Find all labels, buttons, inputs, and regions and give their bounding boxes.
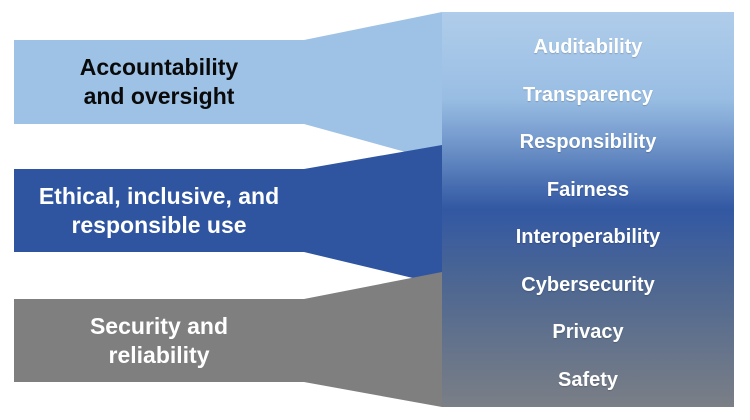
principle-responsibility: Responsibility [519,131,657,154]
principles-list: Auditability Transparency Responsibility… [442,24,734,408]
principle-cybersecurity: Cybersecurity [521,273,655,296]
domain-label-security: Security and reliability [89,312,229,368]
ethical-band [14,145,442,285]
principle-safety: Safety [557,368,619,391]
domain-label-accountability: Accountability and oversight [79,54,239,109]
principles-panel-highlight [442,12,734,407]
principle-auditability: Auditability [533,36,643,59]
principle-fairness: Fairness [546,178,630,201]
principle-transparency: Transparency [522,83,654,106]
security-band [14,272,442,407]
domain-label-ethical: Ethical, inclusive, and responsible use [38,182,280,238]
principle-interoperability: Interoperability [515,226,661,249]
principle-privacy: Privacy [552,321,624,344]
accountability-band [14,12,442,162]
